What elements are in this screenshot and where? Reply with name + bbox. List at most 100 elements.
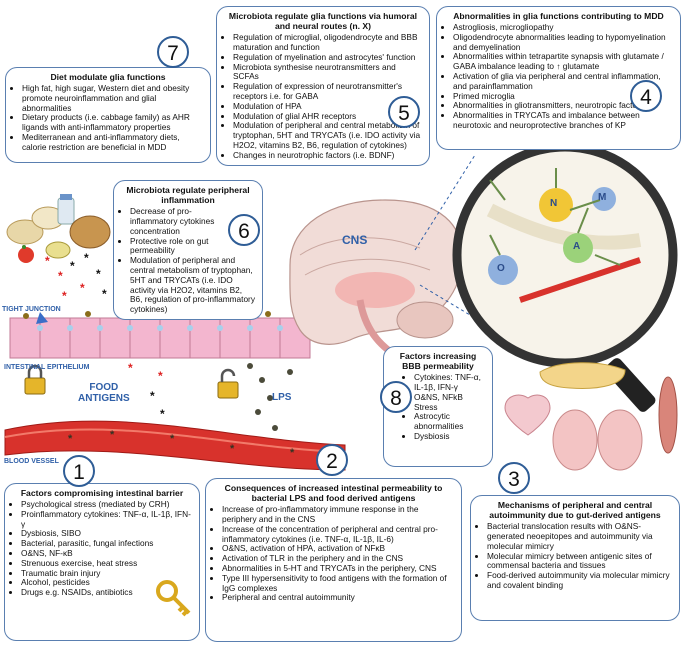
list-item: Modulation of glial AHR receptors xyxy=(233,111,423,122)
list-item: Activation of TLR in the periphery and i… xyxy=(222,553,455,564)
organs-illustration xyxy=(504,362,678,471)
svg-text:*: * xyxy=(160,407,165,421)
number-badge-3: 3 xyxy=(498,462,530,494)
list-item: Abnormalities within tetrapartite synaps… xyxy=(453,52,674,72)
brain-illustration xyxy=(289,199,463,358)
blood-vessel-label: BLOOD VESSEL xyxy=(4,458,59,465)
svg-text:*: * xyxy=(58,269,63,283)
list-item: Abnormalities in TRYCATs and imbalance b… xyxy=(453,110,674,131)
svg-text:*: * xyxy=(96,267,101,281)
list-item: Stress xyxy=(414,402,486,413)
svg-text:*: * xyxy=(70,259,75,273)
svg-text:*: * xyxy=(170,433,175,445)
lock-icon xyxy=(24,364,239,399)
microglia-label: M xyxy=(598,192,607,203)
box-glia-abnormalities-title: Abnormalities in glia functions contribu… xyxy=(453,11,664,21)
list-item: Mediterranean and anti-inflammatory diet… xyxy=(22,132,204,153)
box-microbiota-glia: Microbiota regulate glia functions via h… xyxy=(216,6,430,166)
svg-text:*: * xyxy=(68,433,73,445)
key-icon xyxy=(156,580,191,617)
list-item: Regulation of microglial, oligodendrocyt… xyxy=(233,32,423,53)
box-intestinal-barrier-title: Factors compromising intestinal barrier xyxy=(20,488,184,498)
list-item: Decrease of pro-inflammatory cytokines c… xyxy=(130,206,226,236)
svg-text:*: * xyxy=(158,369,163,383)
list-item: Traumatic brain injury xyxy=(21,568,193,579)
list-item: Abnormalities in 5-HT and TRYCATs in the… xyxy=(222,563,455,574)
list-item: Molecular mimicry between antigenic site… xyxy=(487,551,673,572)
number-badge-5: 5 xyxy=(388,96,420,128)
list-item: Food-derived autoimmunity via molecular … xyxy=(487,570,673,591)
box-intestinal-barrier: Factors compromising intestinal barrier … xyxy=(4,483,200,641)
tight-junction-label: TIGHT JUNCTION xyxy=(2,306,61,313)
list-item: Increase of pro-inflammatory immune resp… xyxy=(222,504,455,525)
number-badge-4: 4 xyxy=(630,80,662,112)
list-item: Peripheral and central autoimmunity xyxy=(222,593,455,603)
list-item: Drugs e.g. NSAIDs, antibiotics xyxy=(21,587,193,598)
list-item: Modulation of HPA xyxy=(233,101,423,112)
list-item: Psychological stress (mediated by CRH) xyxy=(21,499,193,510)
list-item: Type III hypersensitivity to food antige… xyxy=(222,573,455,594)
list-item: Microbiota synthesise neurotransmitters … xyxy=(233,62,423,83)
box-glia-abnormalities: Abnormalities in glia functions contribu… xyxy=(436,6,681,150)
food-illustration xyxy=(6,194,111,263)
list-item: Dysbiosis, SIBO xyxy=(21,529,193,539)
svg-text:*: * xyxy=(45,254,50,268)
list-item: Astrocytic abnormalities xyxy=(414,412,486,432)
list-item: Strenuous exercise, heat stress xyxy=(21,558,193,569)
number-badge-8: 8 xyxy=(380,381,412,413)
list-item: Proinflammatory cytokines: TNF-α, IL-1β,… xyxy=(21,509,193,530)
list-item: Activation of glia via peripheral and ce… xyxy=(453,71,674,92)
svg-text:*: * xyxy=(290,447,295,459)
svg-text:*: * xyxy=(102,287,107,301)
list-item: Abnormalities in gliotransmitters, neuro… xyxy=(453,101,674,111)
lps-label: LPS xyxy=(272,392,292,403)
box-intestinal-permeability-consequences-title: Consequences of increased intestinal per… xyxy=(224,483,443,504)
intestinal-epithelium xyxy=(9,311,311,359)
list-item: Oligodendrocyte abnormalities leading to… xyxy=(453,32,674,53)
box-microbiota-glia-title: Microbiota regulate glia functions via h… xyxy=(228,11,418,32)
list-item: High fat, high sugar, Western diet and o… xyxy=(22,83,204,113)
box-autoimmunity-title: Mechanisms of peripheral and central aut… xyxy=(489,500,661,521)
box-peripheral-inflammation: Microbiota regulate peripheral inflammat… xyxy=(113,180,263,320)
box-diet: Diet modulate glia functions High fat, h… xyxy=(5,67,211,163)
list-item: Dietary products (i.e. cabbage family) a… xyxy=(22,113,204,133)
list-item: Primed microglia xyxy=(453,91,674,102)
list-item: Bacterial translocation results with O&N… xyxy=(487,521,673,551)
list-item: O&NS, activation of HPA, activation of N… xyxy=(222,544,455,554)
list-item: Bacterial, parasitic, fungal infections xyxy=(21,538,193,549)
list-item: Cytokines: TNF-α, IL-1β, IFN-γ xyxy=(414,372,486,393)
list-item: Modulation of peripheral and central met… xyxy=(130,255,256,315)
list-item: Protective role on gut permeability xyxy=(130,236,226,257)
list-item: O&NS, NF-κB xyxy=(21,548,193,559)
astrocyte-label: A xyxy=(573,241,581,252)
list-item: Increase of the concentration of periphe… xyxy=(222,524,455,545)
svg-text:*: * xyxy=(128,361,133,375)
svg-text:*: * xyxy=(110,429,115,441)
list-item: Dysbiosis xyxy=(414,431,486,442)
lps-particles xyxy=(247,363,293,431)
blood-vessel: * * * * * xyxy=(4,420,346,471)
list-item: Regulation of myelination and astrocytes… xyxy=(233,52,423,63)
svg-text:*: * xyxy=(62,289,67,303)
box-diet-title: Diet modulate glia functions xyxy=(50,72,166,82)
svg-text:*: * xyxy=(80,281,85,295)
list-item: Modulation of peripheral and central met… xyxy=(233,120,423,150)
box-peripheral-inflammation-title: Microbiota regulate peripheral inflammat… xyxy=(126,185,250,206)
svg-text:*: * xyxy=(84,251,89,265)
number-badge-1: 1 xyxy=(63,455,95,487)
list-item: Changes in neurotrophic factors (i.e. BD… xyxy=(233,150,423,161)
list-item: Astrogliosis, microgliopathy xyxy=(453,22,674,33)
box-bbb-permeability-title: Factors increasing BBB permeability xyxy=(399,351,477,372)
box-intestinal-permeability-consequences: Consequences of increased intestinal per… xyxy=(205,478,462,642)
svg-text:*: * xyxy=(150,389,155,403)
svg-text:*: * xyxy=(230,443,235,455)
oligodendrocyte-label: O xyxy=(497,263,505,274)
neuron-label: N xyxy=(550,198,558,209)
cns-label: CNS xyxy=(342,233,368,247)
list-item: Regulation of expression of neurotransmi… xyxy=(233,81,423,102)
list-item: Alcohol, pesticides xyxy=(21,578,193,588)
box-autoimmunity: Mechanisms of peripheral and central aut… xyxy=(470,495,680,621)
epithelium-label: INTESTINAL EPITHELIUM xyxy=(4,364,90,371)
number-badge-7: 7 xyxy=(157,36,189,68)
box-bbb-permeability: Factors increasing BBB permeability Cyto… xyxy=(383,346,493,467)
